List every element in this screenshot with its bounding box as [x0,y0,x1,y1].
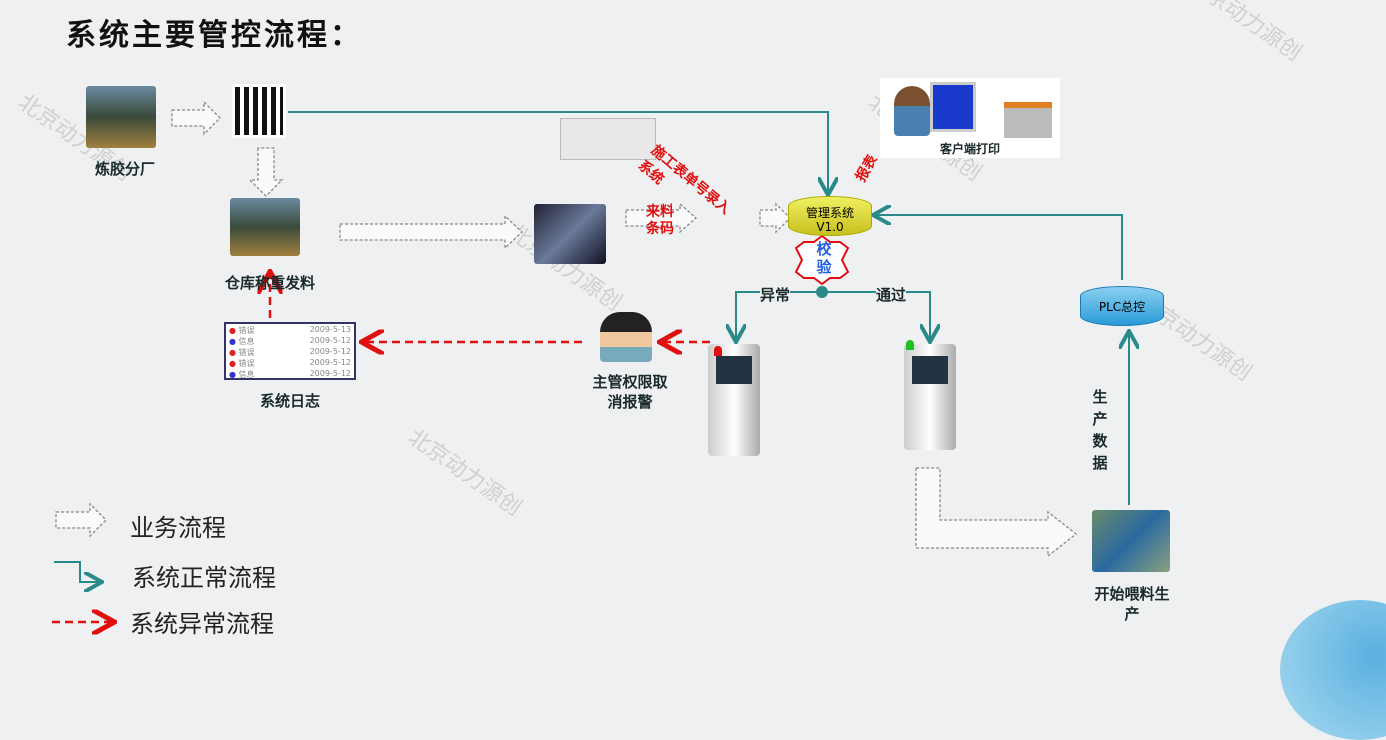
client-print-label: 客户端打印 [939,142,1000,156]
terminal-screen [912,356,948,384]
log-row: ● 错误 2009-5-13 [229,325,351,335]
system-log-table: ● 错误 2009-5-13 ● 信息 2009-5-12 ● 错误 2009-… [224,322,356,380]
log-row: ● 错误 2009-5-12 [229,347,351,357]
page-title: 系统主要管控流程： [66,18,363,53]
terminal-abnormal [708,344,760,456]
supervisor-icon [600,312,652,362]
normal-flow-line [736,291,822,340]
monitor-icon [930,82,976,132]
abnormal-label: 异常 [760,284,791,305]
production-data-label: 生产数据 [1092,388,1108,472]
verify-label: 校验 [816,240,832,276]
production-image [1092,510,1170,572]
business-flow-arrow [915,467,1078,558]
legend-normal-icon [54,561,100,582]
user-icon [894,86,930,136]
incoming-barcode-label: 来料条码 [646,204,674,237]
log-row: ● 信息 2009-5-12 [229,369,351,379]
alarm-light-red-icon [714,346,722,356]
terminal-pass [904,344,956,450]
printer-icon [1004,102,1052,138]
rubber-factory-label: 炼胶分厂 [94,160,155,178]
verify-badge-shape [794,234,850,286]
factory-image [86,86,156,148]
business-flow-arrow [759,202,791,234]
client-print-panel: 客户端打印 [880,78,1060,158]
normal-flow-line [822,291,930,340]
terminal-screen [716,356,752,384]
flow-lines [52,100,1386,669]
alarm-light-green-icon [906,340,914,350]
normal-flow-line [288,111,828,193]
work-order-image [560,118,656,160]
material-image [534,204,606,264]
legend-business-icon [55,502,107,538]
legend-normal-label: 系统正常流程 [132,564,276,592]
business-flow-arrow [339,214,523,250]
system-log-label: 系统日志 [259,392,320,410]
business-flow-arrow [625,202,697,234]
legend-business-label: 业务流程 [130,514,226,542]
legend-abnormal-label: 系统异常流程 [130,610,274,638]
normal-flow-line [875,215,1123,280]
management-system-db: 管理系统 V1.0 [788,196,872,236]
start-feeding-label: 开始喂料生产 [1094,585,1170,623]
log-row: ● 信息 2009-5-12 [229,336,351,346]
log-row: ● 错误 2009-5-12 [229,358,351,368]
business-flow-arrow [171,100,221,136]
barcode-icon [232,84,286,138]
plc-control-db: PLC总控 [1080,286,1164,326]
warehouse-label: 仓库称重发料 [224,274,315,292]
supervisor-label: 主管权限取消报警 [592,373,668,411]
pass-label: 通过 [876,284,907,305]
warehouse-image [230,198,300,256]
business-flow-arrow [248,147,284,197]
